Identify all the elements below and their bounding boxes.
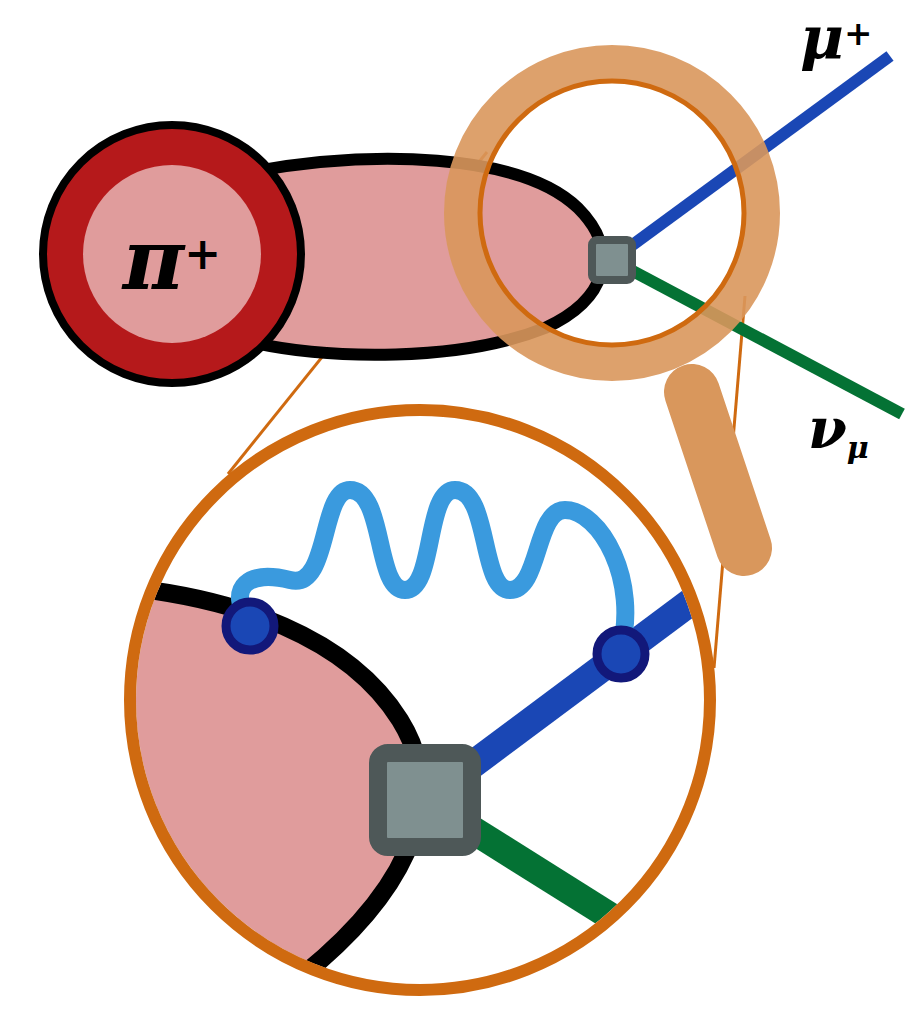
zoom-circle (130, 410, 710, 990)
photon-vertex (226, 602, 274, 650)
particle-label: νμ (808, 400, 869, 463)
magnifier-handle (692, 392, 744, 548)
particle-name: π+ (123, 218, 221, 302)
pion-outer (43, 125, 301, 383)
magnifier-lens (480, 81, 744, 345)
photon-line (240, 490, 625, 652)
pion-inner (83, 165, 261, 343)
magnifier-ring (462, 63, 762, 363)
pion-circle: π+ (39, 121, 305, 387)
zoom-content (100, 490, 720, 1000)
weak-vertex (592, 240, 632, 280)
particle-label: μ+ (800, 8, 872, 68)
weak-vertex-zoom (378, 753, 472, 847)
photon-vertex (597, 630, 645, 678)
